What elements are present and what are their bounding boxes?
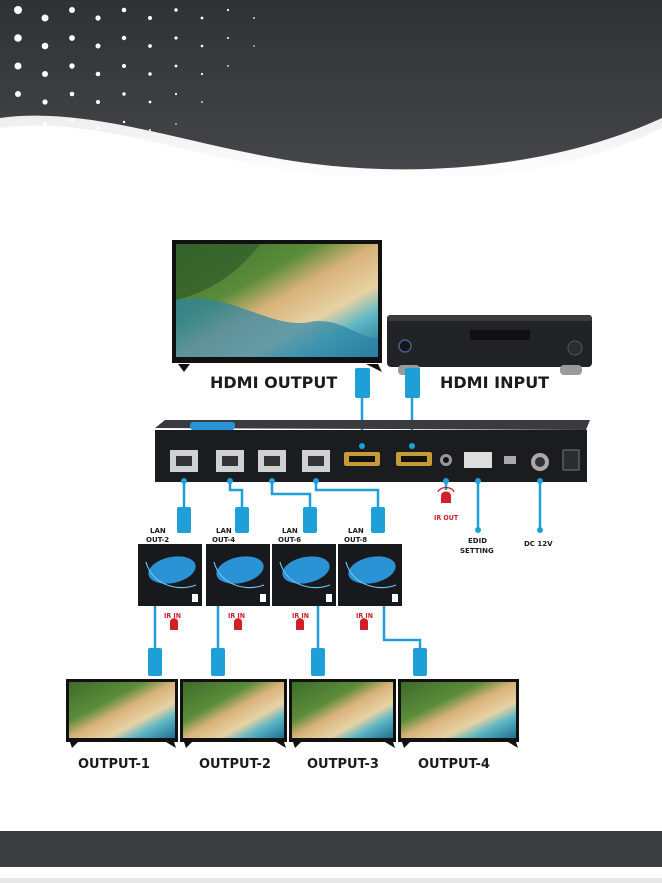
hdmi-cables-bottom <box>155 606 420 648</box>
hdmi-connector-icon-bottom <box>148 648 427 676</box>
ir-receiver-icon <box>170 618 368 630</box>
out-port-label-2: OUT-4 <box>212 536 235 544</box>
lan-label-2: LAN <box>216 527 232 535</box>
matrix-device <box>155 420 590 482</box>
edid-label-line1: EDID <box>468 537 487 545</box>
out-port-label-3: OUT-6 <box>278 536 301 544</box>
receiver-units <box>138 544 402 606</box>
dc-label: DC 12V <box>524 540 553 548</box>
output-tvs <box>66 679 519 748</box>
lan-label-3: LAN <box>282 527 298 535</box>
output-label-1: OUTPUT-1 <box>78 757 150 772</box>
hdmi-connector-icon <box>355 368 420 398</box>
footer-strip <box>0 878 662 883</box>
bluray-player <box>387 315 592 375</box>
ir-out-label: IR OUT <box>434 514 459 522</box>
hdmi-input-label: HDMI INPUT <box>440 373 549 392</box>
output-label-4: OUTPUT-4 <box>418 757 490 772</box>
header-banner <box>0 0 662 181</box>
footer-bar <box>0 831 662 867</box>
lan-cables <box>184 481 378 508</box>
output-label-3: OUTPUT-3 <box>307 757 379 772</box>
out-port-label-4: OUT-8 <box>344 536 367 544</box>
out-port-label-1: OUT-2 <box>146 536 169 544</box>
ir-emitter-icon <box>438 481 454 503</box>
main-tv <box>172 240 382 372</box>
lan-label-1: LAN <box>150 527 166 535</box>
hdmi-output-label: HDMI OUTPUT <box>210 373 337 392</box>
lan-label-4: LAN <box>348 527 364 535</box>
output-label-2: OUTPUT-2 <box>199 757 271 772</box>
edid-label-line2: SETTING <box>460 547 494 555</box>
